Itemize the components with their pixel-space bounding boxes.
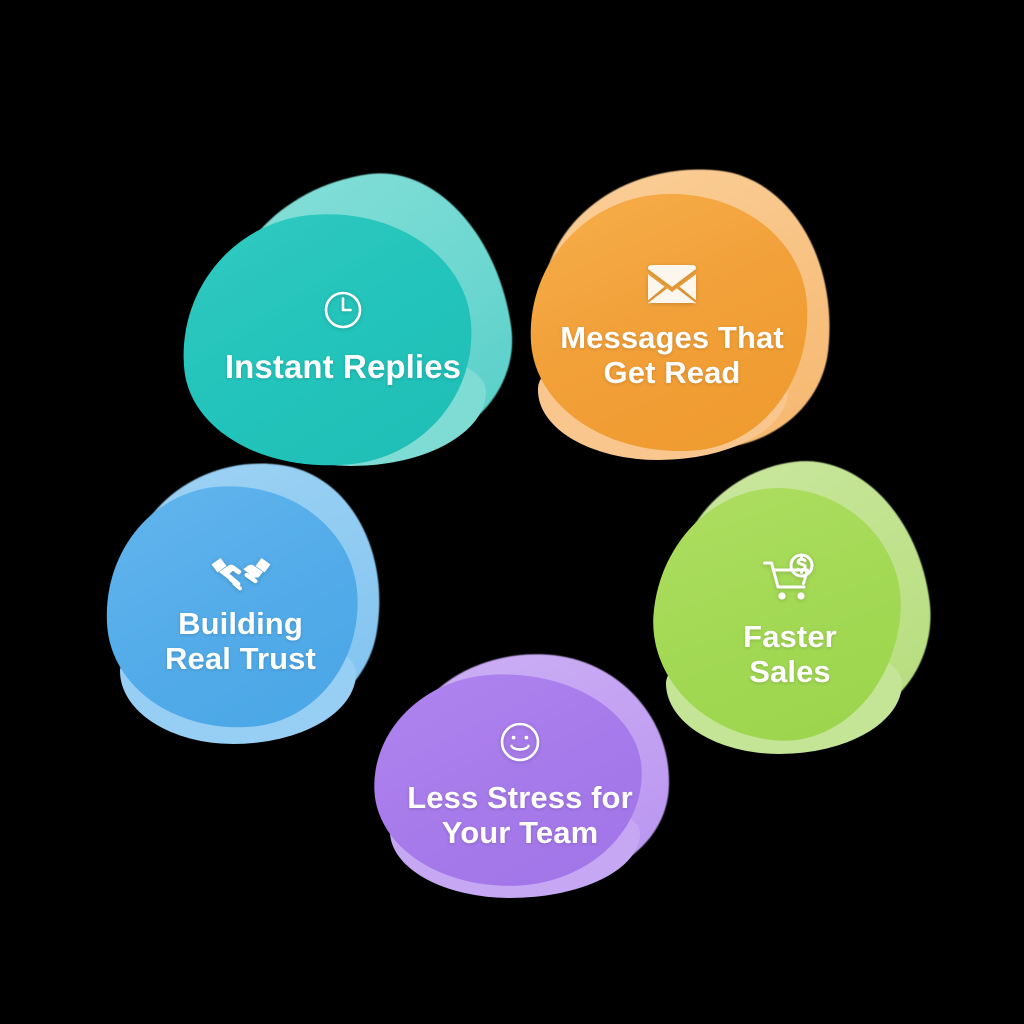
blob-card-faster-sales[interactable]: Faster Sales — [643, 447, 944, 754]
blob-card-messages-that-get-read[interactable]: Messages That Get Read — [512, 153, 846, 462]
blob-card-less-stress-for-your-team[interactable]: Less Stress for Your Team — [368, 644, 678, 898]
blob-card-building-real-trust[interactable]: Building Real Trust — [95, 441, 403, 744]
blob-card-instant-replies[interactable]: Instant Replies — [169, 157, 526, 481]
